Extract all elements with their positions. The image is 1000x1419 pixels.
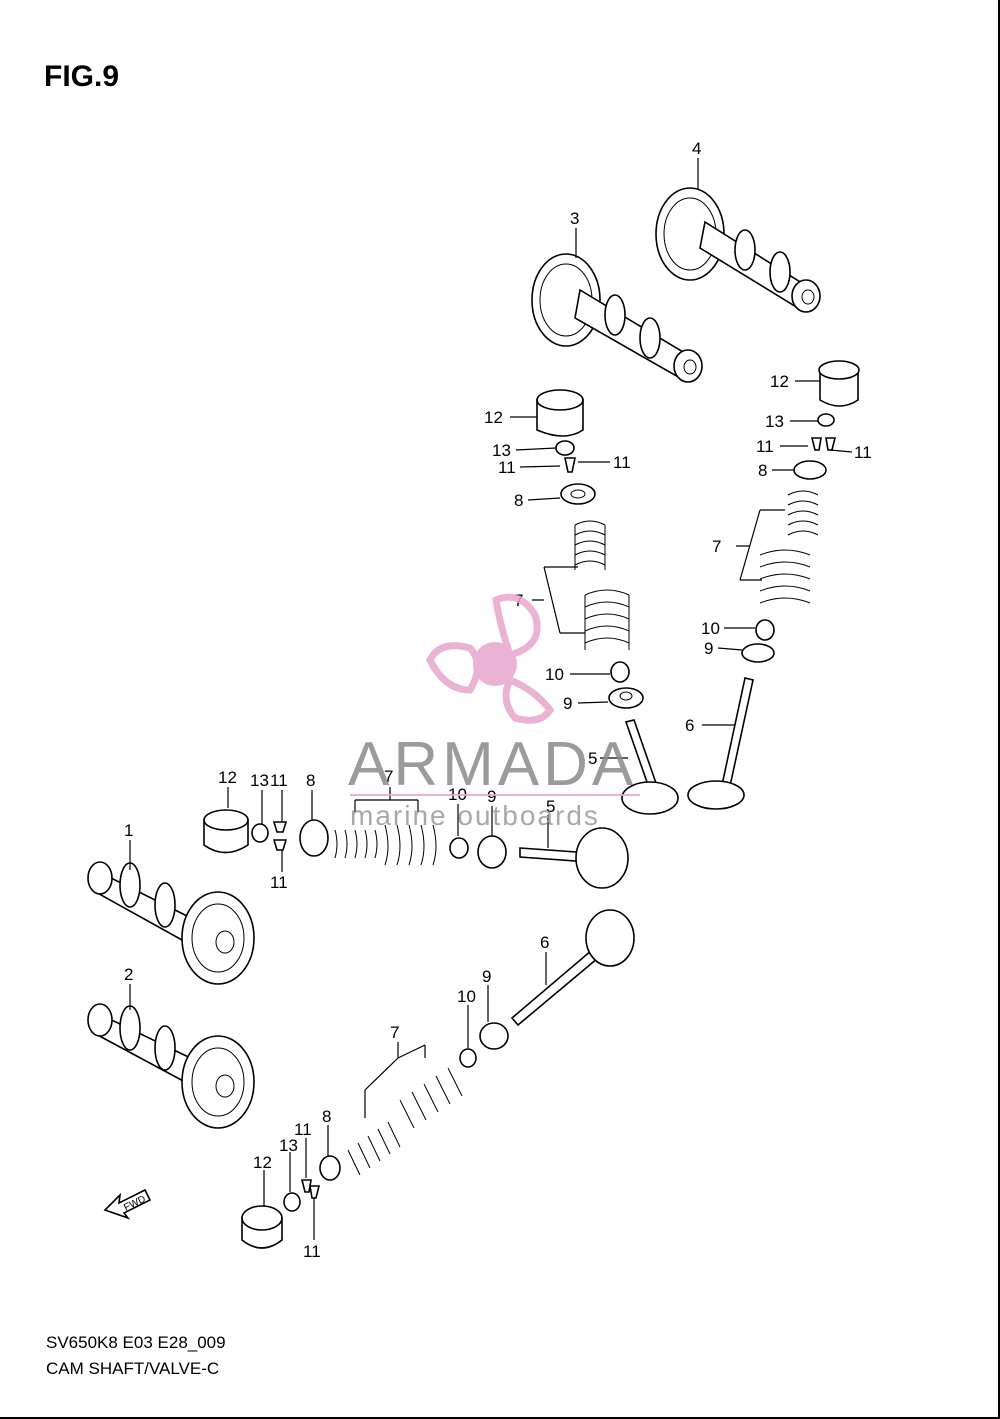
spring-inner-d (347, 1121, 401, 1176)
callout-11-h: 11 (303, 1242, 321, 1261)
callout-11-a: 11 (498, 458, 516, 477)
spring-inner-b (787, 490, 819, 536)
spring-outer-d (399, 1067, 463, 1129)
camshaft-2 (87, 1003, 255, 1129)
callout-11-g: 11 (294, 1120, 312, 1139)
callout-11-b: 11 (613, 453, 631, 472)
figure-name: CAM SHAFT/VALVE-C (46, 1359, 220, 1378)
watermark: ARMADA marine outboards (348, 593, 640, 831)
callout-1: 1 (124, 821, 133, 840)
callout-10-b: 10 (701, 619, 720, 638)
callout-8-d: 8 (322, 1107, 331, 1126)
leader-lines (129, 158, 853, 1240)
valve-assembly-d (241, 909, 635, 1249)
camshaft-1 (87, 861, 255, 985)
callout-2: 2 (124, 965, 133, 984)
callout-12-c: 12 (218, 768, 237, 787)
callout-13-d: 13 (279, 1136, 298, 1155)
callout-13-b: 13 (765, 412, 784, 431)
callout-11-f: 11 (270, 873, 288, 892)
fwd-label: FWD (122, 1194, 147, 1214)
spring-outer-c (384, 824, 437, 866)
callout-5-a: 5 (588, 749, 597, 768)
callout-9-a: 9 (563, 694, 572, 713)
callout-9-c: 9 (487, 787, 496, 806)
callout-7-b: 7 (712, 537, 721, 556)
figure-title: FIG.9 (44, 60, 120, 93)
valve-assembly-c (203, 809, 629, 889)
callout-3: 3 (570, 209, 579, 228)
callout-7-d: 7 (390, 1023, 399, 1042)
callout-11-c: 11 (756, 437, 774, 456)
figure-code: SV650K8 E03 E28_009 (46, 1333, 226, 1352)
armada-logo-icon (426, 593, 555, 724)
valve-assembly-a (536, 389, 679, 815)
callout-11-d: 11 (854, 443, 872, 462)
callout-11-e: 11 (270, 771, 288, 790)
callout-8-a: 8 (514, 491, 523, 510)
callout-8-c: 8 (306, 771, 315, 790)
callout-5-b: 5 (546, 797, 555, 816)
callout-10-d: 10 (457, 987, 476, 1006)
camshaft-4 (655, 187, 821, 313)
spring-inner-c (334, 829, 378, 859)
callout-13-a: 13 (492, 441, 511, 460)
valve-assembly-b (687, 360, 860, 810)
callout-9-d: 9 (482, 967, 491, 986)
callout-labels: 4 3 1 2 12 13 11 11 8 7 10 9 5 12 13 11 … (124, 139, 872, 1261)
fwd-arrow: FWD (103, 1188, 152, 1220)
callout-6-b: 6 (540, 933, 549, 952)
callout-4: 4 (692, 139, 701, 158)
callout-12-d: 12 (253, 1153, 272, 1172)
callout-8-b: 8 (758, 461, 767, 480)
spring-inner-a (574, 520, 606, 570)
callout-12-a: 12 (484, 408, 503, 427)
callout-7-c: 7 (384, 767, 393, 786)
callout-6-a: 6 (685, 716, 694, 735)
spring-outer-b (759, 549, 811, 604)
callout-12-b: 12 (770, 372, 789, 391)
camshaft-3 (531, 253, 703, 383)
callout-10-a: 10 (545, 665, 564, 684)
watermark-subtitle: marine outboards (350, 800, 600, 831)
callout-9-b: 9 (704, 639, 713, 658)
callout-13-c: 13 (250, 771, 269, 790)
spring-outer-a (584, 589, 630, 650)
watermark-name: ARMADA (348, 730, 637, 799)
